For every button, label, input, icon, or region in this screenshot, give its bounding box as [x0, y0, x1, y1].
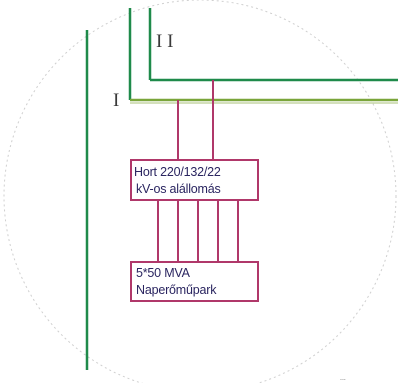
line-i-label: I: [113, 90, 119, 111]
substation-label-line2: kV-os alállomás: [136, 182, 221, 196]
substation-label-line1: Hort 220/132/22: [134, 165, 221, 179]
inset-circle-outline: [3, 0, 397, 383]
solar-park-label-line2: Naperőműpark: [136, 283, 217, 297]
credit-text: ...: [340, 375, 346, 382]
transmission-lines: [85, 8, 398, 370]
connector-lines-lower: [157, 200, 239, 262]
solar-park-box: [130, 261, 259, 302]
line-ii-label: I I: [156, 31, 173, 52]
solar-park-label-line1: 5*50 MVA: [136, 266, 191, 280]
connector-lines-upper: [177, 80, 214, 160]
substation-box: [130, 159, 259, 201]
